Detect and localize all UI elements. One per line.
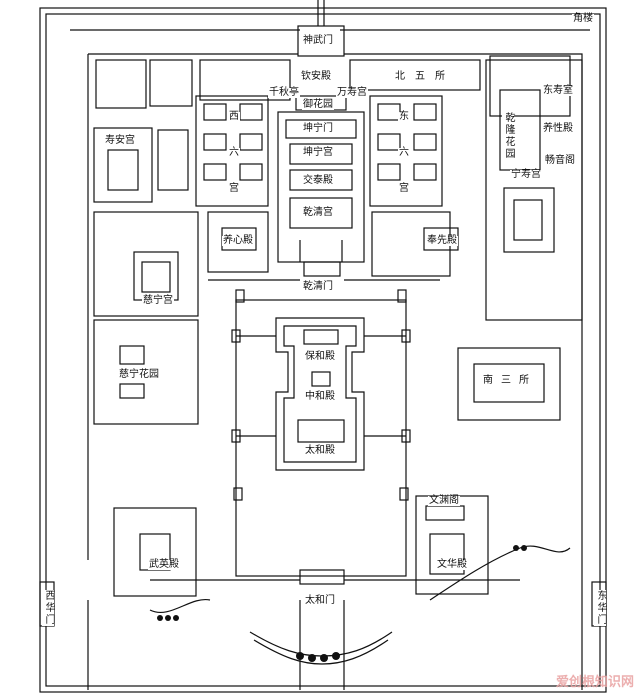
label-beiwusuo: 北五所	[394, 71, 456, 82]
outer-court-terrace	[275, 317, 365, 471]
shenwumen-gate	[297, 25, 345, 57]
outer-wall	[39, 7, 607, 693]
golden-river	[249, 631, 393, 657]
label-wuyingdian: 武英殿	[148, 559, 180, 570]
label-taihedian: 太和殿	[304, 445, 336, 456]
label-changyinge: 畅音阁	[544, 155, 576, 166]
label-taihemen: 太和门	[304, 595, 336, 606]
ningshou-complex	[485, 59, 583, 321]
wuying-hall-block	[113, 507, 197, 597]
label-qianqingmen: 乾清门	[302, 281, 334, 292]
cining-garden-block	[93, 319, 199, 425]
label-yangxingdian: 养性殿	[542, 123, 574, 134]
label-qianlonghuayuan: 乾隆花园	[502, 112, 514, 160]
label-jiaotaidian: 交泰殿	[302, 175, 334, 186]
label-liu-west: 六	[228, 147, 240, 158]
label-dong: 东	[398, 111, 410, 122]
label-gong-east: 宫	[398, 183, 410, 194]
label-shouangong: 寿安宫	[104, 135, 136, 146]
label-ningshougong: 宁寿宫	[510, 169, 542, 180]
label-wanshougong: 万寿宫	[336, 87, 368, 98]
label-wenyuange: 文渊阁	[428, 495, 460, 506]
label-kunningmen: 坤宁门	[302, 123, 334, 134]
label-zhonghedian: 中和殿	[304, 391, 336, 402]
label-qianqiuting: 千秋亭	[268, 87, 300, 98]
taihemen-gate	[299, 569, 345, 585]
label-baohedian: 保和殿	[304, 351, 336, 362]
pillar-dots	[157, 545, 527, 662]
watermark: 爱创根知识网	[555, 675, 634, 690]
west-six-palaces	[195, 95, 269, 207]
shouan-palace-block	[93, 127, 153, 203]
label-cininghuayuan: 慈宁花园	[118, 369, 160, 380]
label-dongshoushi: 东寿室	[542, 85, 574, 96]
qianqingmen-gate	[303, 261, 341, 277]
label-qinandian: 钦安殿	[300, 71, 332, 82]
wenhua-hall-block	[415, 495, 489, 595]
label-fengxiandian: 奉先殿	[426, 235, 458, 246]
label-liu-east: 六	[398, 147, 410, 158]
block	[95, 59, 147, 109]
cining-palace-block	[93, 211, 199, 317]
label-jiaolou: 角楼	[572, 13, 594, 24]
label-gong-west: 宫	[228, 183, 240, 194]
donghuamen-gate	[591, 581, 607, 627]
label-yangxindian: 养心殿	[222, 235, 254, 246]
great-court	[235, 299, 407, 577]
label-yuhuayuan: 御花园	[302, 99, 334, 110]
label-cininggong: 慈宁宫	[142, 295, 174, 306]
label-donghuamen: 东华门	[594, 590, 606, 626]
yangxindian-block	[207, 211, 269, 273]
label-shenwumen: 神武门	[302, 35, 334, 46]
label-nansansuo: 南三所	[482, 375, 538, 386]
label-xi: 西	[228, 111, 240, 122]
east-six-palaces	[369, 95, 443, 207]
inner-court	[277, 111, 365, 263]
xihuamen-gate	[39, 581, 55, 627]
outer-wall-inner	[45, 13, 601, 687]
label-qianqinggong: 乾清宫	[302, 207, 334, 218]
label-xihuamen: 西华门	[42, 590, 54, 626]
label-wenhuadian: 文华殿	[436, 559, 468, 570]
nansansuo-block	[457, 347, 561, 421]
label-kunninggong: 坤宁宫	[302, 147, 334, 158]
